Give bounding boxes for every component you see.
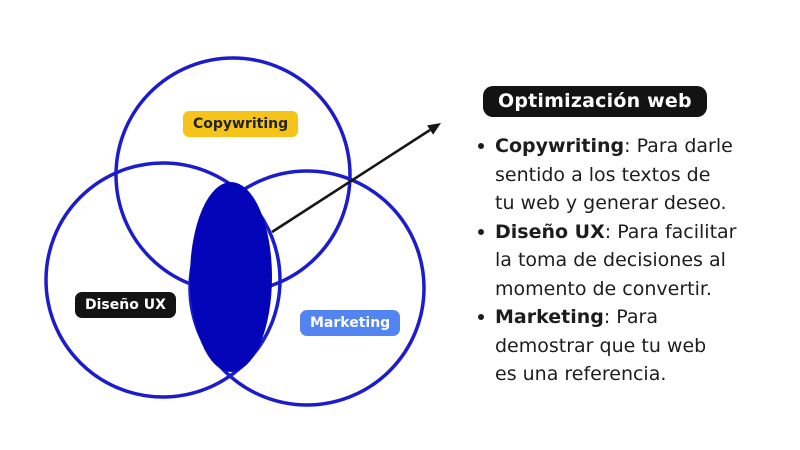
bullet-dot-icon <box>478 228 484 235</box>
bullet-line: tu web y generar deseo. <box>495 192 727 214</box>
venn-label-copywriting: Copywriting <box>183 111 299 137</box>
bullet-dot-icon <box>478 143 484 149</box>
bullet-line: demostrar que tu web <box>495 334 707 357</box>
bullet-copywriting: Copywriting: Para darle sentido a los te… <box>478 132 788 218</box>
venn-label-diseno-ux: Diseño UX <box>75 292 176 318</box>
arrow-head-icon <box>427 123 441 135</box>
explanation-panel: Optimización web Copywriting: Para darle… <box>478 86 788 389</box>
bullet-rest: : Para darle <box>624 135 733 157</box>
bullet-copywriting-text: Copywriting: Para darle sentido a los te… <box>495 132 733 218</box>
bullet-marketing-text: Marketing: Para demostrar que tu web es … <box>495 303 706 389</box>
bullet-term: Copywriting <box>495 135 625 157</box>
bullet-line: la toma de decisiones al <box>495 249 726 271</box>
venn-label-marketing: Marketing <box>300 310 401 336</box>
panel-title: Optimización web <box>483 86 707 117</box>
bullet-line: Copywriting: Para darle <box>495 132 733 161</box>
venn-circle-diseno-ux <box>44 161 282 399</box>
bullet-line: sentido a los textos de <box>495 163 711 186</box>
bullet-dot-icon <box>478 314 484 320</box>
venn-circle-marketing <box>188 169 426 407</box>
bullet-diseno-ux: Diseño UX: Para facilitar la toma de dec… <box>478 218 788 304</box>
bullet-rest: : Para facilitar <box>604 220 737 243</box>
bullet-list: Copywriting: Para darle sentido a los te… <box>478 132 788 389</box>
bullet-term: Marketing <box>495 306 604 328</box>
bullet-rest: : Para <box>603 306 658 328</box>
arrow-line <box>271 128 431 234</box>
bullet-diseno-ux-text: Diseño UX: Para facilitar la toma de dec… <box>495 218 736 304</box>
bullet-line: Marketing: Para <box>495 303 706 332</box>
bullet-marketing: Marketing: Para demostrar que tu web es … <box>478 303 788 389</box>
bullet-line: momento de convertir. <box>495 277 712 300</box>
venn-intersection-ellipse <box>190 182 272 372</box>
bullet-term: Diseño UX <box>495 220 605 243</box>
bullet-line: Diseño UX: Para facilitar <box>495 218 736 247</box>
bullet-line: es una referencia. <box>495 363 667 385</box>
